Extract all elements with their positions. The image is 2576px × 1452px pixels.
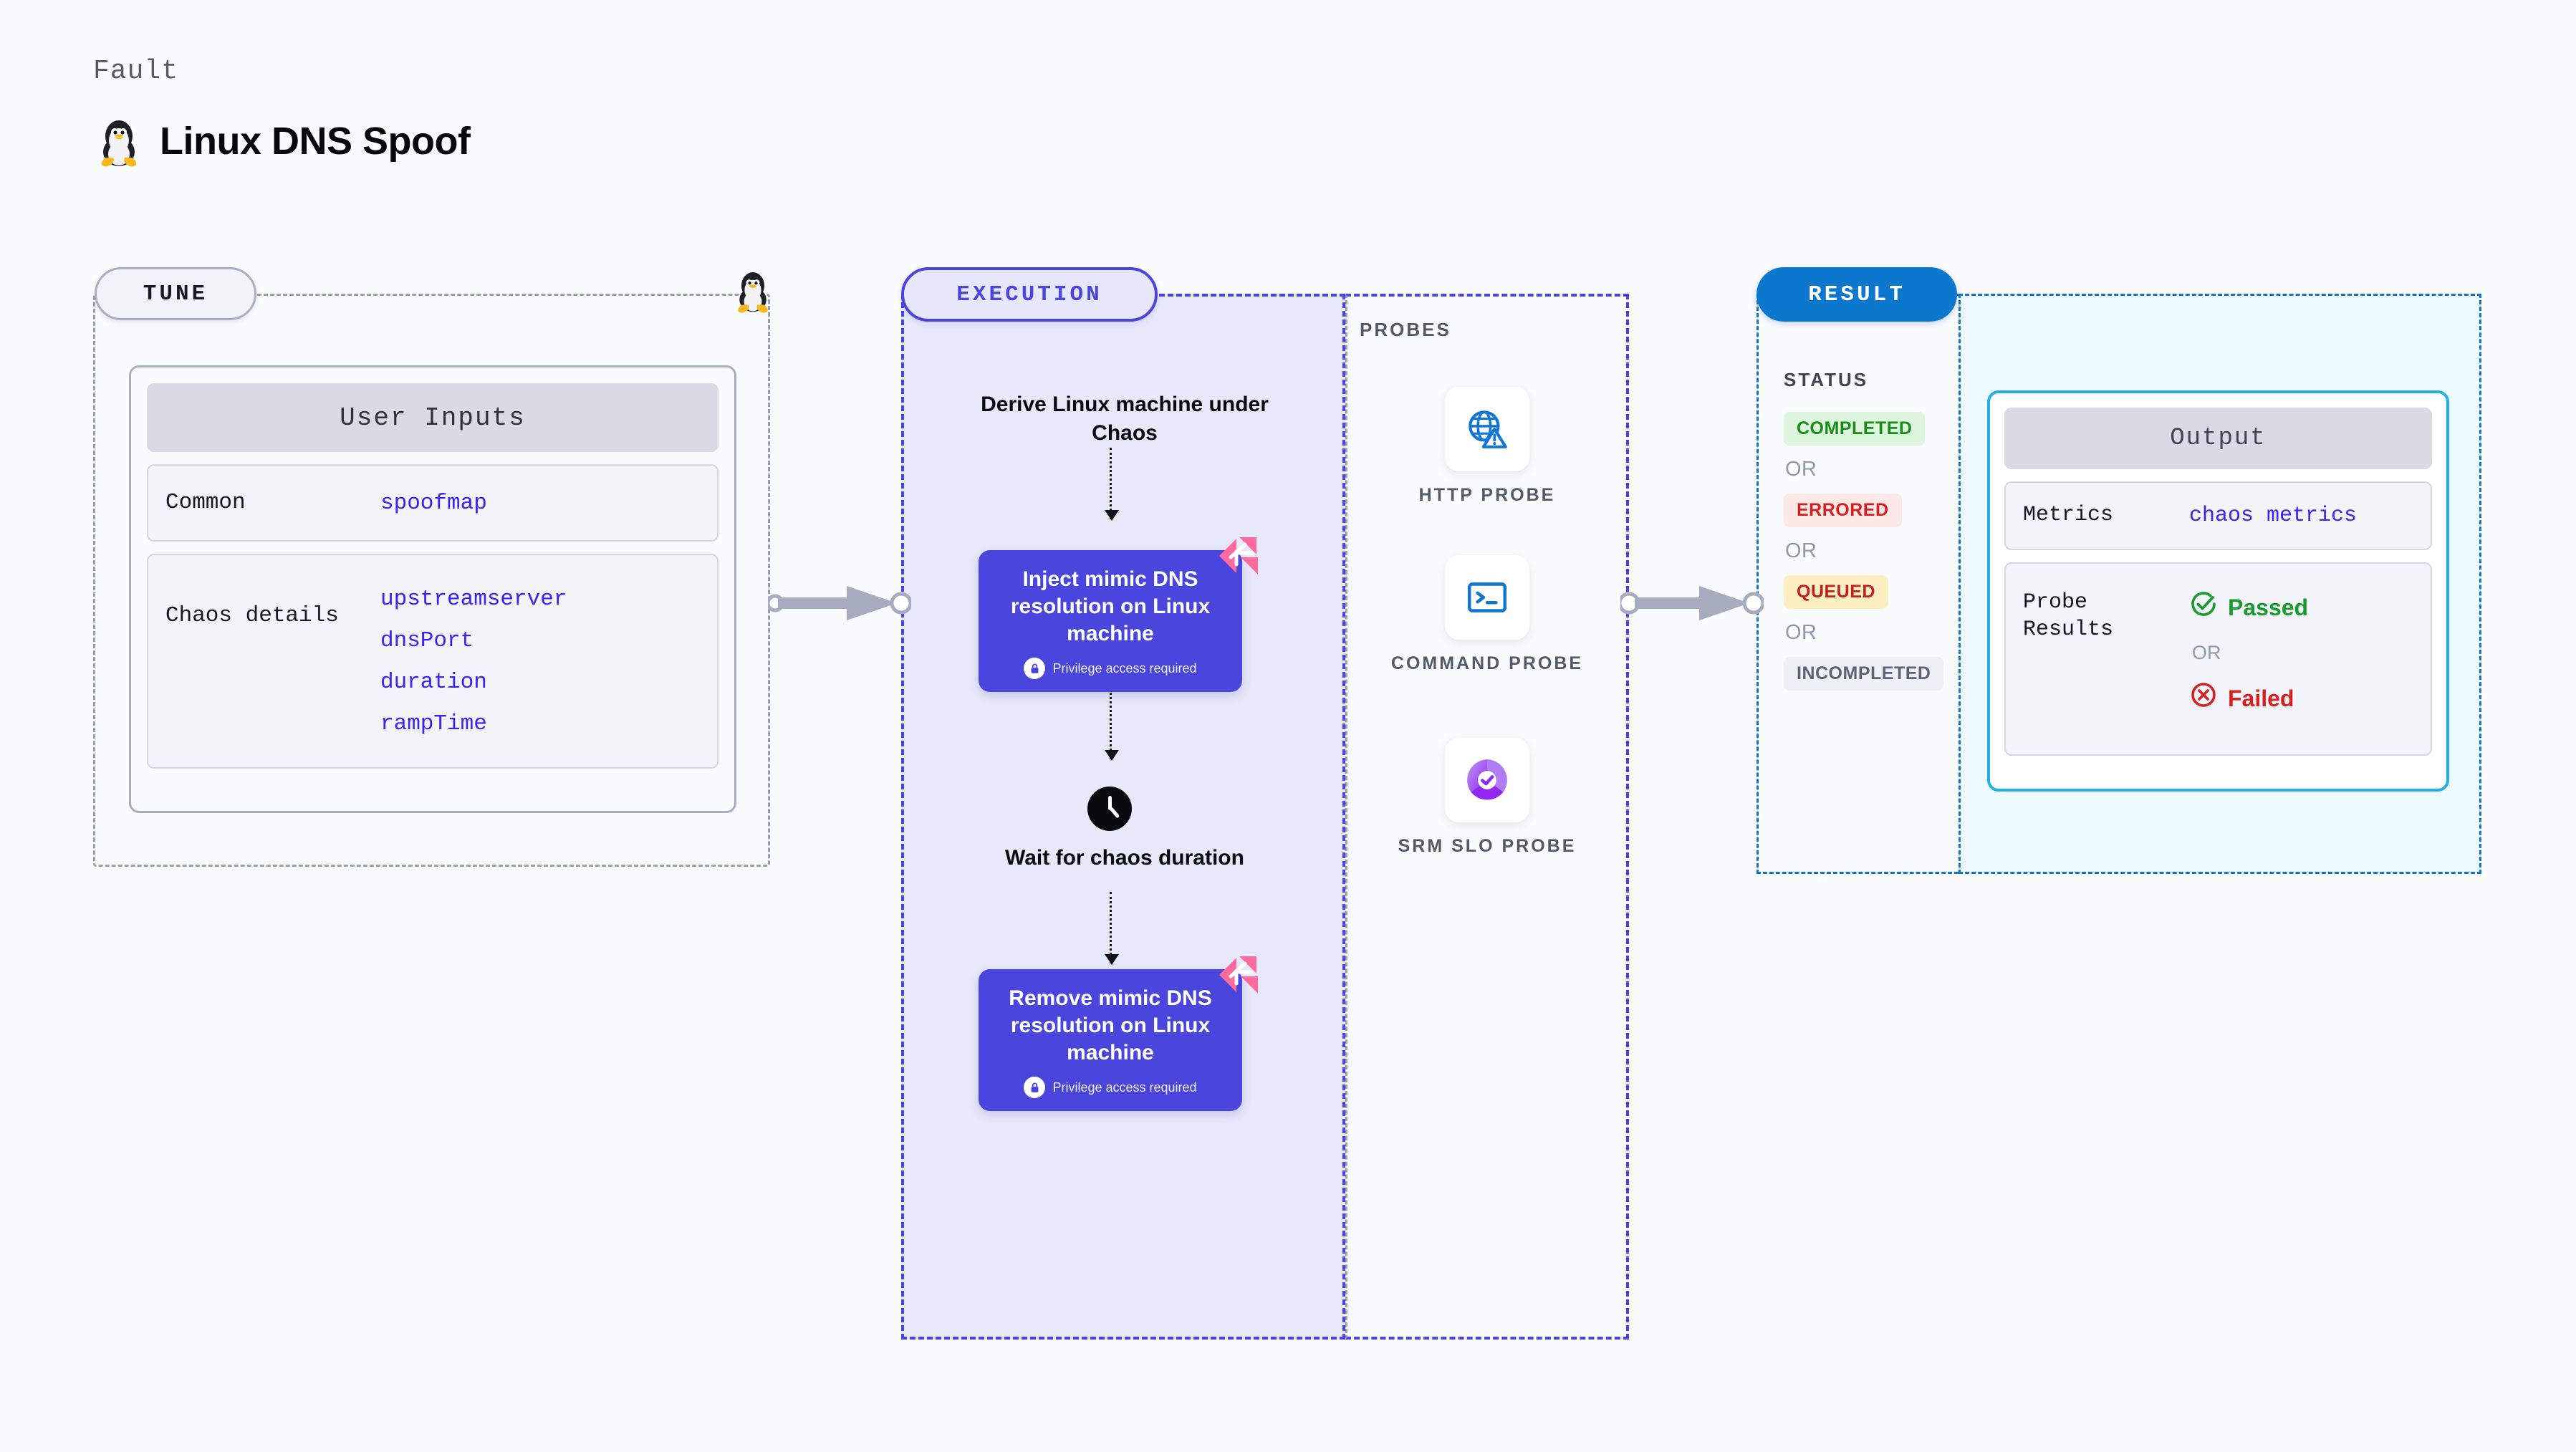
tune-row-chaos-key: Chaos details <box>165 603 339 628</box>
tune-value-upstreamserver[interactable]: upstreamserver <box>380 587 567 612</box>
status-or-2: OR <box>1785 539 1817 562</box>
output-row-metrics: Metrics chaos metrics <box>2004 481 2432 550</box>
status-badge-incompleted: INCOMPLETED <box>1784 657 1944 691</box>
output-probe-results-values: Passed OR Failed <box>2189 590 2308 716</box>
status-badge-queued: QUEUED <box>1784 575 1888 609</box>
globe-warning-icon <box>1445 387 1529 471</box>
flow-arrow-3 <box>1105 892 1119 965</box>
slo-donut-check-icon <box>1445 738 1529 822</box>
probe-result-passed-label: Passed <box>2228 594 2309 620</box>
status-or-3: OR <box>1785 621 1817 644</box>
tune-row-common-key: Common <box>165 489 246 515</box>
terminal-icon <box>1445 555 1529 640</box>
execution-action-remove[interactable]: Remove mimic DNS resolution on Linux mac… <box>979 956 1258 1112</box>
execution-action-inject-note-text: Privilege access required <box>1052 660 1197 675</box>
user-inputs-card: User Inputs Common spoofmap Chaos detail… <box>129 365 736 813</box>
probe-result-passed: Passed <box>2189 590 2308 625</box>
execution-action-inject-note: Privilege access required <box>993 658 1228 680</box>
tune-value-spoofmap[interactable]: spoofmap <box>380 490 487 516</box>
output-card-title: Output <box>2004 408 2432 469</box>
result-badge[interactable]: RESULT <box>1756 267 1957 322</box>
check-circle-icon <box>2189 590 2218 625</box>
tune-row-common: Common spoofmap <box>147 464 719 542</box>
connector-execution-to-result <box>1618 582 1765 628</box>
flow-arrow-2 <box>1105 688 1119 761</box>
probe-result-or: OR <box>2192 642 2221 663</box>
page-title: Linux DNS Spoof <box>160 120 471 163</box>
status-list: COMPLETED OR ERRORED OR QUEUED OR INCOMP… <box>1784 412 1970 691</box>
fault-kicker-label: Fault <box>93 56 179 87</box>
status-badge-completed: COMPLETED <box>1784 412 1926 446</box>
tune-row-chaos-details: Chaos details upstreamserver dnsPort dur… <box>147 554 719 769</box>
tune-value-dnsport[interactable]: dnsPort <box>380 628 474 653</box>
tune-badge[interactable]: TUNE <box>95 267 256 320</box>
status-badge-errored: ERRORED <box>1784 494 1902 527</box>
x-circle-icon <box>2189 681 2218 716</box>
probes-section-label: PROBES <box>1360 319 1451 340</box>
probe-command-label: COMMAND PROBE <box>1390 653 1584 673</box>
connector-tune-to-execution <box>766 582 913 628</box>
execution-step-wait-label: Wait for chaos duration <box>1005 846 1244 870</box>
tune-row-common-values: spoofmap <box>380 491 487 516</box>
tune-row-chaos-values: upstreamserver dnsPort duration rampTime <box>380 587 567 736</box>
tune-value-duration[interactable]: duration <box>380 670 487 695</box>
clock-icon <box>1087 787 1132 831</box>
output-probe-results-key: Probe Results <box>2023 590 2114 642</box>
flow-arrow-1 <box>1105 448 1119 521</box>
output-row-probe-results: Probe Results Passed OR <box>2004 562 2432 756</box>
output-metrics-value-wrap: chaos metrics <box>2189 504 2357 528</box>
probe-result-failed-label: Failed <box>2228 685 2294 711</box>
fault-title-row: Linux DNS Spoof <box>97 115 471 168</box>
tune-tux-node-icon <box>732 266 774 317</box>
execution-action-remove-note: Privilege access required <box>993 1077 1228 1099</box>
lock-icon <box>1024 1077 1046 1099</box>
execution-action-remove-note-text: Privilege access required <box>1052 1080 1197 1095</box>
tux-penguin-icon <box>97 115 141 168</box>
tune-value-ramptime[interactable]: rampTime <box>380 711 487 736</box>
lock-icon <box>1024 658 1046 680</box>
status-or-1: OR <box>1785 458 1817 481</box>
status-section-label: STATUS <box>1784 369 1869 390</box>
probe-result-failed: Failed <box>2189 681 2308 716</box>
harness-ribbon-icon <box>1215 955 1259 995</box>
probe-srm-slo-label: SRM SLO PROBE <box>1398 836 1577 856</box>
harness-ribbon-icon <box>1215 536 1259 576</box>
execution-action-inject[interactable]: Inject mimic DNS resolution on Linux mac… <box>979 537 1258 693</box>
output-card: Output Metrics chaos metrics Probe Resul… <box>1987 390 2449 792</box>
user-inputs-title: User Inputs <box>147 383 719 452</box>
probe-http-label: HTTP PROBE <box>1418 485 1556 505</box>
execution-badge[interactable]: EXECUTION <box>901 267 1158 322</box>
probe-command[interactable]: COMMAND PROBE <box>1387 555 1587 675</box>
probe-srm-slo[interactable]: SRM SLO PROBE <box>1387 738 1587 858</box>
output-metrics-value[interactable]: chaos metrics <box>2189 504 2358 528</box>
execution-action-inject-label: Inject mimic DNS resolution on Linux mac… <box>1010 567 1211 646</box>
execution-action-remove-label: Remove mimic DNS resolution on Linux mac… <box>1009 986 1212 1065</box>
probe-http[interactable]: HTTP PROBE <box>1387 387 1587 507</box>
output-metrics-key: Metrics <box>2023 503 2114 528</box>
execution-step-derive-label: Derive Linux machine under Chaos <box>981 393 1269 445</box>
